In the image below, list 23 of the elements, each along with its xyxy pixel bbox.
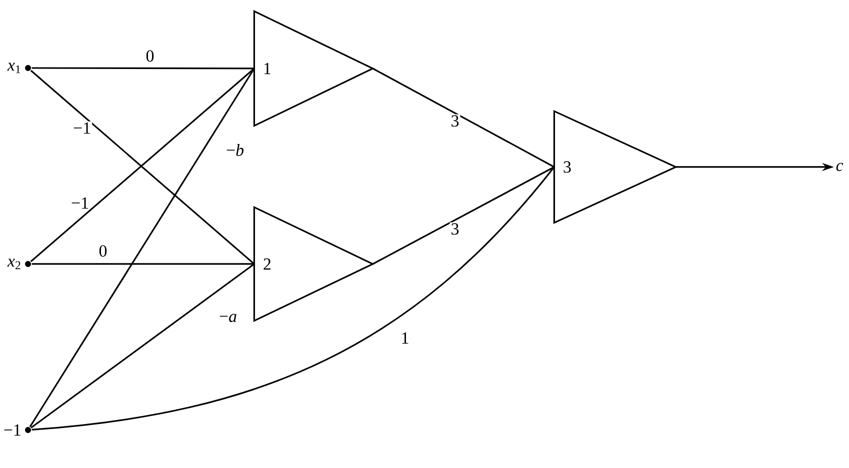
edge-label: −a xyxy=(218,312,238,324)
node-label: −1 xyxy=(4,424,20,436)
connector-line xyxy=(32,67,254,70)
edge-label: 1 xyxy=(400,331,410,345)
edge-label: 3 xyxy=(450,222,460,236)
connector-line xyxy=(372,68,555,168)
input-node: x$_{2}$ xyxy=(7,258,31,270)
output-label: c xyxy=(836,162,844,172)
node-label: x$_{1}$ xyxy=(7,62,20,74)
edge-label: −1 xyxy=(70,196,90,210)
edge-label: 3 xyxy=(450,114,460,128)
input-node: −1 xyxy=(4,424,31,436)
connector-line xyxy=(372,166,555,265)
connector-line xyxy=(32,166,555,431)
edge-label: −1 xyxy=(72,121,92,135)
input-node: x$_{1}$ xyxy=(7,62,31,74)
connector-line xyxy=(32,263,254,265)
edge-label: 0 xyxy=(144,49,156,63)
connector-line xyxy=(30,263,255,428)
connector-line xyxy=(29,68,255,428)
node-label: x$_{2}$ xyxy=(7,258,20,270)
edge-label: −b xyxy=(225,143,246,157)
edge-label: 0 xyxy=(98,244,108,258)
